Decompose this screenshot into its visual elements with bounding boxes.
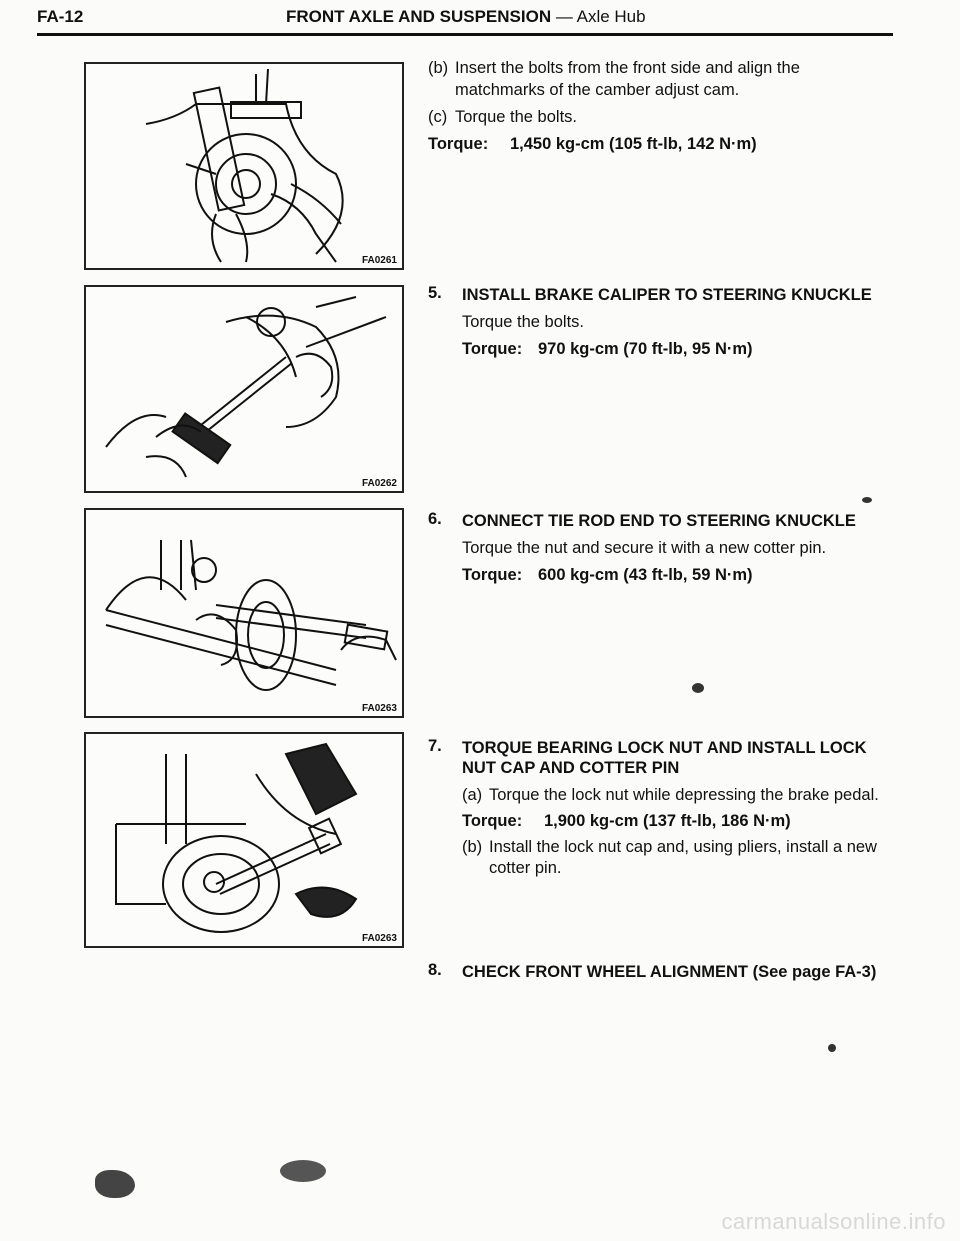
scan-smudge [280, 1160, 326, 1182]
step-7-number: 7. [428, 737, 442, 755]
step-7a-text: Torque the lock nut while depressing the… [489, 786, 879, 804]
step-b-line2: matchmarks of the camber adjust cam. [455, 81, 740, 99]
figure-code: FA0262 [359, 478, 399, 489]
section-title: FRONT AXLE AND SUSPENSION [286, 7, 552, 26]
caliper-removal-illustration [145, 68, 344, 263]
torque-value: 970 kg-cm (70 ft-lb, 95 N·m) [538, 340, 753, 358]
step-c-text: Torque the bolts. [455, 108, 577, 126]
step-6-title: CONNECT TIE ROD END TO STEERING KNUCKLE [462, 512, 856, 530]
subsection-title: Axle Hub [576, 7, 646, 26]
figure-caliper-removal: FA0261 [84, 62, 404, 270]
running-title: FRONT AXLE AND SUSPENSION — Axle Hub [286, 7, 646, 27]
scan-smudge [95, 1170, 135, 1198]
lock-nut-torque-illustration [115, 742, 358, 933]
scan-smudge [828, 1044, 836, 1052]
step-7b-label: (b) [462, 838, 483, 856]
figure-code: FA0263 [359, 933, 399, 944]
step-7a-label: (a) [462, 786, 483, 804]
header-rule [37, 33, 893, 36]
title-separator: — [551, 7, 577, 26]
figure-code: FA0261 [359, 255, 399, 266]
torque-value: 600 kg-cm (43 ft-lb, 59 N·m) [538, 566, 753, 584]
step-6-number: 6. [428, 510, 442, 528]
scan-smudge [862, 497, 872, 503]
step-8-title: CHECK FRONT WHEEL ALIGNMENT (See page FA… [462, 963, 877, 981]
step-5-text: Torque the bolts. [462, 313, 584, 331]
caliper-torque-illustration [105, 296, 387, 478]
figure-lock-nut-torque: FA0263 [84, 732, 404, 948]
step-7b-line2: cotter pin. [489, 859, 562, 877]
torque-label: Torque: [428, 135, 489, 153]
step-5-title: INSTALL BRAKE CALIPER TO STEERING KNUCKL… [462, 286, 872, 304]
step-b-label: (b) [428, 59, 449, 77]
torque-label: Torque: [462, 566, 523, 584]
step-c-label: (c) [428, 108, 448, 126]
footer-watermark: carmanualsonline.info [721, 1209, 946, 1234]
step-7-title-line1: TORQUE BEARING LOCK NUT AND INSTALL LOCK [462, 739, 867, 757]
scan-smudge [692, 683, 704, 693]
step-7-title-line2: NUT CAP AND COTTER PIN [462, 759, 680, 777]
step-5-number: 5. [428, 284, 442, 302]
page-number: FA-12 [37, 7, 84, 26]
step-7b-line1: Install the lock nut cap and, using plie… [489, 838, 877, 856]
tie-rod-torque-illustration [105, 539, 397, 691]
torque-value: 1,900 kg-cm (137 ft-lb, 186 N·m) [544, 812, 791, 830]
figure-tie-rod-torque: FA0263 [84, 508, 404, 718]
torque-label: Torque: [462, 812, 523, 830]
step-6-text: Torque the nut and secure it with a new … [462, 539, 827, 557]
torque-label: Torque: [462, 340, 523, 358]
step-b-line1: Insert the bolts from the front side and… [455, 59, 800, 77]
figure-code: FA0263 [359, 703, 399, 714]
torque-value: 1,450 kg-cm (105 ft-lb, 142 N·m) [510, 135, 757, 153]
figure-caliper-torque: FA0262 [84, 285, 404, 493]
step-8-number: 8. [428, 961, 442, 979]
